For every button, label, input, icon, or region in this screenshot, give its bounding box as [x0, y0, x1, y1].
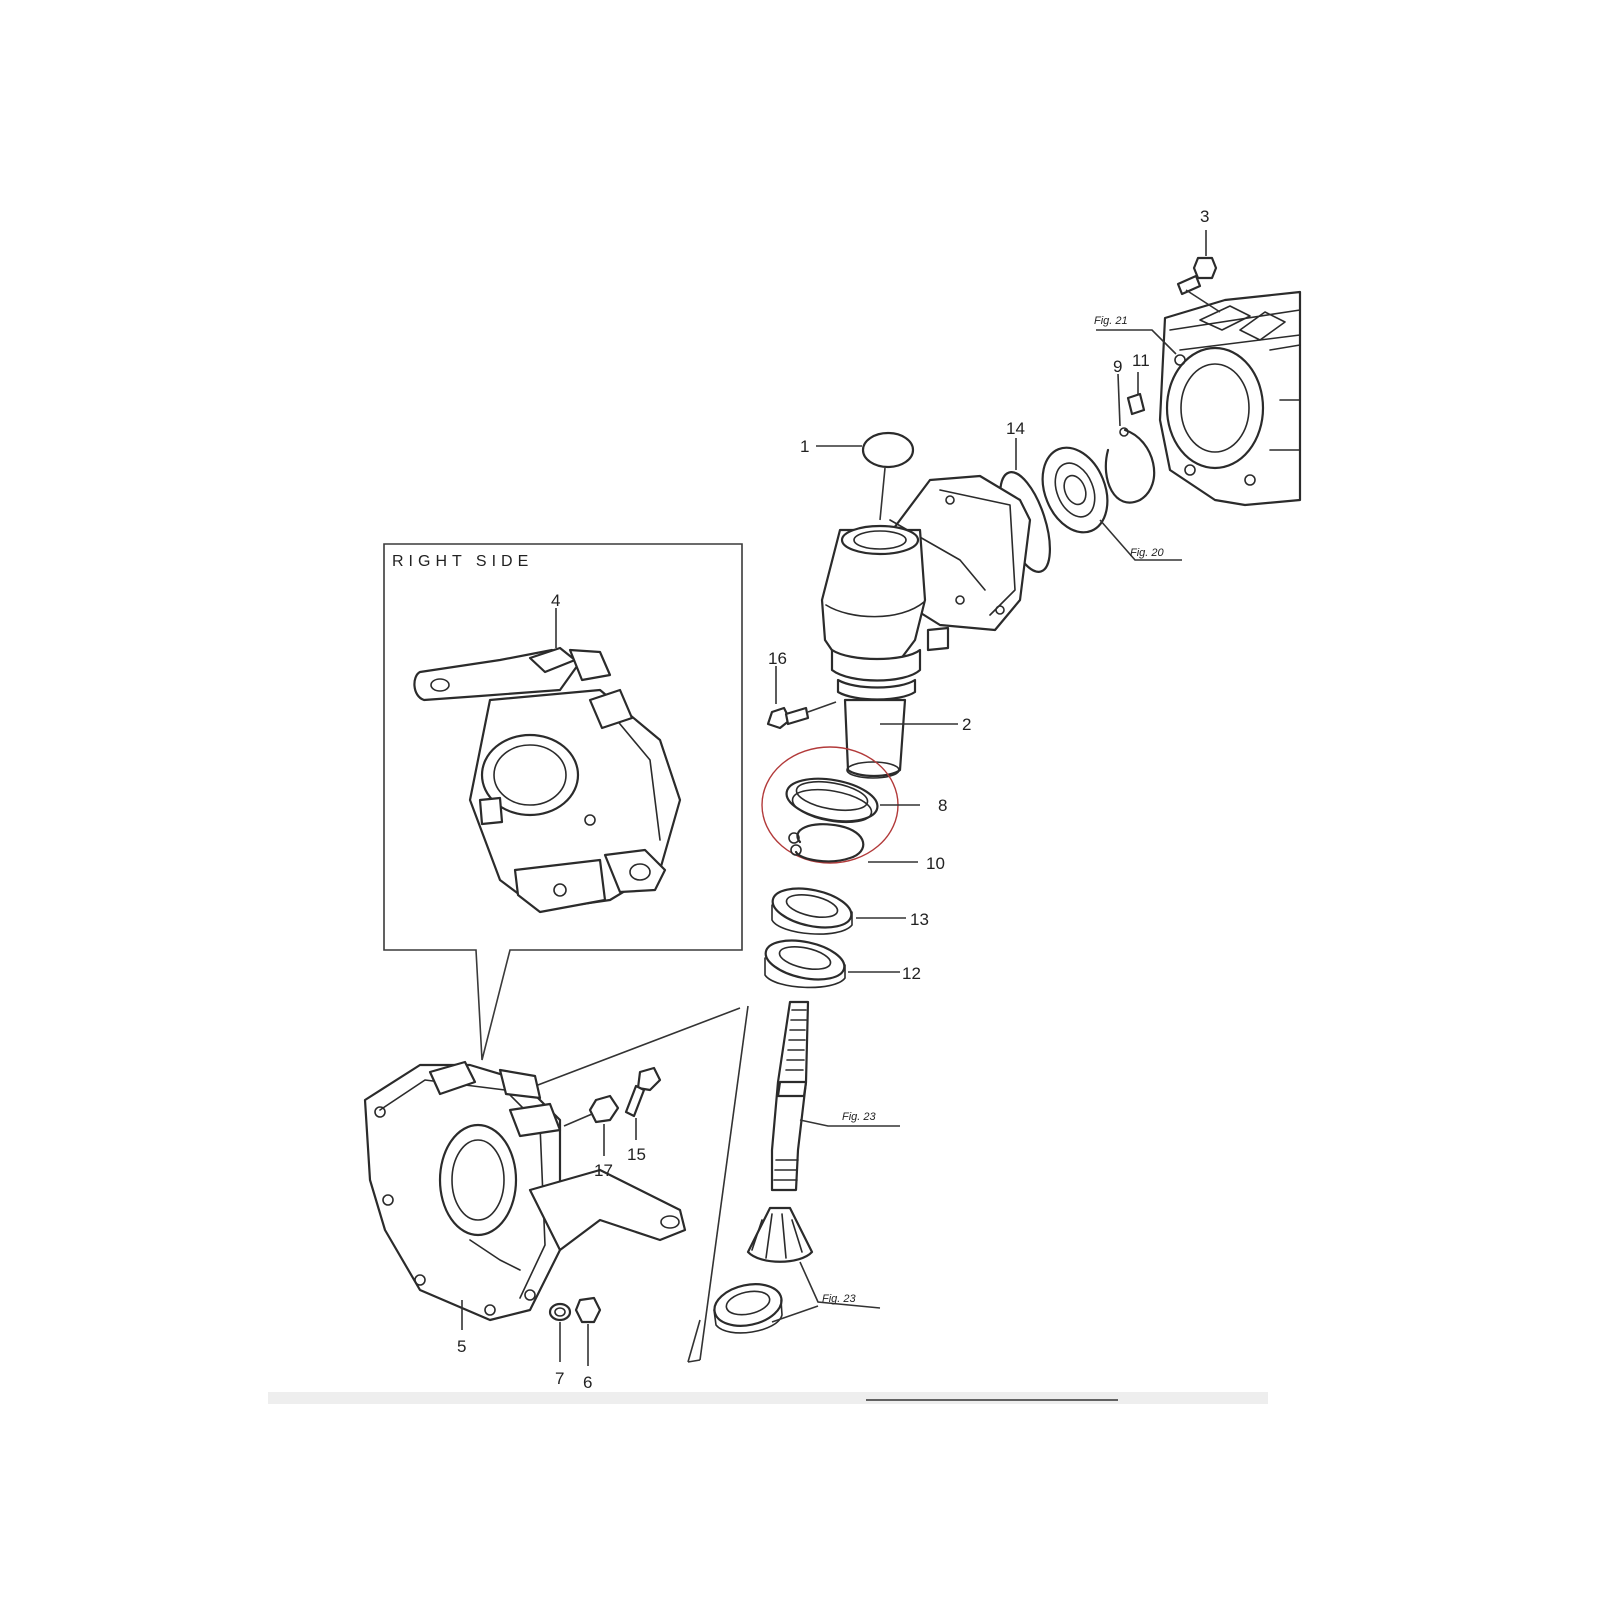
bottom-gray-strip — [268, 1392, 1268, 1404]
part-4-knuckle-drawing — [413, 608, 682, 914]
fig23-pinion-drawing — [713, 1206, 881, 1334]
fig23-ref-pinion: Fig. 23 — [822, 1293, 857, 1305]
right-side-inset — [383, 543, 743, 1061]
part-11-pin-drawing — [1126, 372, 1146, 416]
part-5-housing-drawing — [363, 1060, 687, 1330]
callout-12: 12 — [902, 964, 921, 983]
callout-7: 7 — [555, 1369, 564, 1388]
callout-11: 11 — [1132, 351, 1150, 370]
part-9-snap-ring-drawing — [1104, 373, 1156, 504]
part-10-snap-ring-drawing — [788, 823, 918, 863]
fig20-ref: Fig. 20 — [1130, 547, 1165, 559]
part-15-bolt-drawing — [624, 1066, 662, 1140]
part-8-thrust-washer-drawing — [785, 777, 920, 824]
part-17-nut-drawing — [563, 1094, 620, 1156]
callout-8: 8 — [938, 796, 947, 815]
part-3-bolt-drawing — [1176, 230, 1221, 313]
callout-1: 1 — [800, 437, 809, 456]
fig23-shaft-drawing — [770, 1000, 900, 1192]
fig23-ref-shaft: Fig. 23 — [842, 1111, 877, 1123]
part-12-bearing-drawing — [764, 939, 900, 989]
part-1-cap-drawing — [816, 431, 915, 521]
callout-10: 10 — [926, 854, 945, 873]
callout-9: 9 — [1113, 357, 1122, 376]
part-16-bolt-drawing — [766, 666, 837, 730]
callout-16: 16 — [768, 649, 787, 668]
callout-17: 17 — [594, 1161, 613, 1180]
callout-13: 13 — [910, 910, 929, 929]
transmission-case-drawing — [1158, 290, 1302, 507]
fig21-ref: Fig. 21 — [1094, 315, 1128, 327]
callout-4: 4 — [551, 591, 560, 610]
part-7-washer-drawing — [548, 1302, 572, 1362]
callout-2: 2 — [962, 715, 971, 734]
inset-title: RIGHT SIDE — [392, 553, 533, 570]
fig21-leader — [1096, 329, 1177, 355]
part-2-axle-housing-drawing — [820, 474, 1032, 779]
part-6-plug-drawing — [574, 1296, 602, 1366]
callout-5: 5 — [457, 1337, 466, 1356]
callout-15: 15 — [627, 1145, 646, 1164]
callout-6: 6 — [583, 1373, 592, 1392]
callout-3: 3 — [1200, 207, 1209, 226]
fig20-bearing-drawing — [1041, 446, 1182, 561]
part-13-bearing-drawing — [771, 887, 906, 935]
callout-14: 14 — [1006, 419, 1025, 438]
